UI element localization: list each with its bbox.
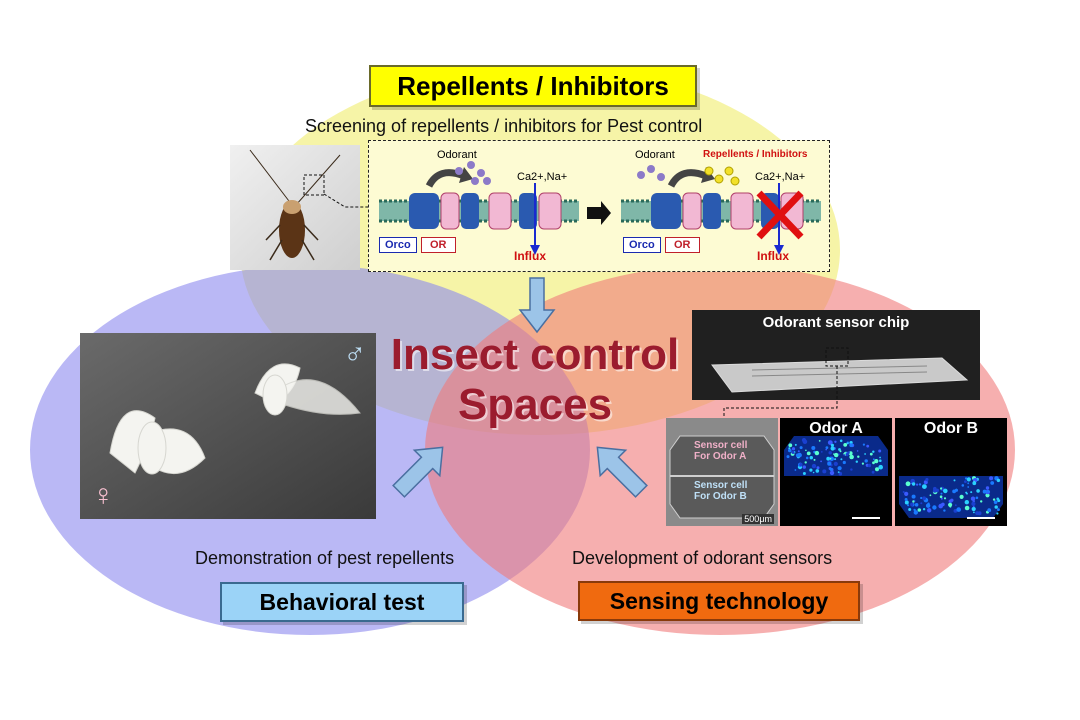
orco-label-left: Orco xyxy=(379,237,417,253)
influx-label-left: Influx xyxy=(514,249,546,263)
repellents-title-box: Repellents / Inhibitors xyxy=(369,65,697,107)
sensor-chip-photo: Odorant sensor chip xyxy=(692,310,980,400)
moth-icon xyxy=(80,333,376,519)
sensing-caption: Development of odorant sensors xyxy=(572,548,833,568)
center-title-line1: Insect control xyxy=(390,330,680,379)
or-label-left: OR xyxy=(421,237,456,253)
moth-photo: ♂ ♀ xyxy=(80,333,376,519)
orco-label-right: Orco xyxy=(623,237,661,253)
odorant-label-right: Odorant xyxy=(635,149,675,161)
sensor-cells-image: Sensor cell For Odor A Sensor cell For O… xyxy=(666,418,778,526)
center-title-line2: Spaces xyxy=(457,380,613,429)
sensing-title-box: Sensing technology xyxy=(578,581,860,621)
repellents-caption: Screening of repellents / inhibitors for… xyxy=(305,116,703,136)
sensor-cells-graphic xyxy=(666,418,778,526)
ion-label-right: Ca2+,Na+ xyxy=(755,171,806,183)
cockroach-photo xyxy=(230,145,360,270)
scale-label: 500μm xyxy=(742,514,774,524)
membrane-left xyxy=(379,161,579,255)
odorant-label-left: Odorant xyxy=(437,149,477,161)
repellents-label: Repellents / Inhibitors xyxy=(703,149,808,160)
center-title: Insect control Spaces xyxy=(370,330,700,430)
odor-b-image: Odor B xyxy=(895,418,1007,526)
receptor-diagram-panel: Odorant Ca2+,Na+ Orco OR Influx Odorant … xyxy=(368,140,830,272)
odor-a-fluorescence xyxy=(780,418,892,526)
odor-a-label: Odor A xyxy=(809,420,863,437)
female-symbol: ♀ xyxy=(92,479,115,512)
chip-label: Odorant sensor chip xyxy=(762,314,910,331)
odor-b-fluorescence xyxy=(895,418,1007,526)
odor-b-label: Odor B xyxy=(923,420,979,437)
cockroach-icon xyxy=(230,145,360,270)
odor-a-image: Odor A xyxy=(780,418,892,526)
behavioral-caption: Demonstration of pest repellents xyxy=(195,548,455,568)
receptor-diagram-graphics xyxy=(379,161,821,255)
ion-label-left: Ca2+,Na+ xyxy=(517,171,568,183)
male-symbol: ♂ xyxy=(343,337,367,370)
process-arrow xyxy=(587,201,611,225)
membrane-right xyxy=(621,165,821,255)
or-label-right: OR xyxy=(665,237,700,253)
influx-label-right: Influx xyxy=(757,249,789,263)
behavioral-title-box: Behavioral test xyxy=(220,582,464,622)
sensor-b-label: Sensor cell For Odor B xyxy=(694,480,748,502)
sensor-a-label: Sensor cell For Odor A xyxy=(694,440,748,462)
